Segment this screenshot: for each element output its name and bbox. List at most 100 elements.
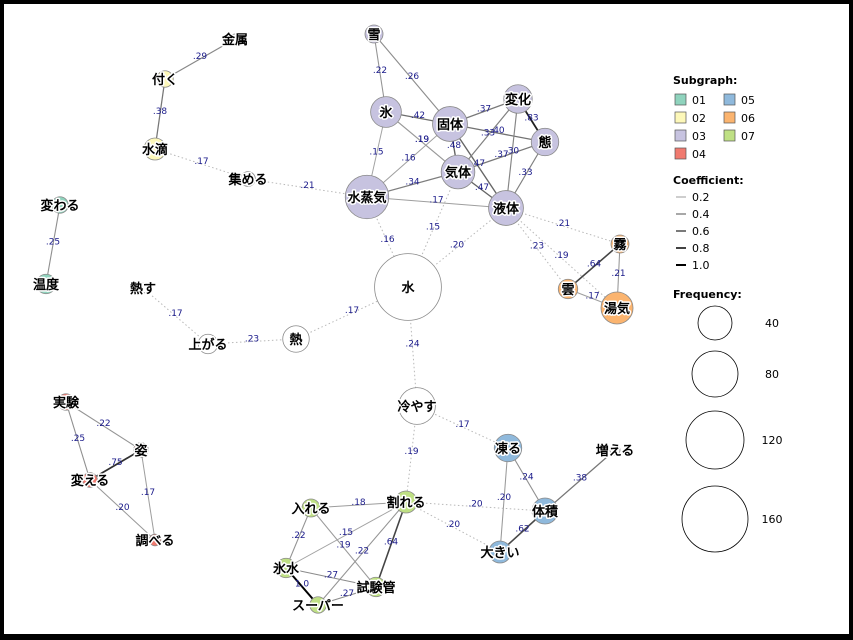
node-hiyasu[interactable]: 冷やす (396, 387, 438, 425)
legend-subgraph-03: 03 (674, 129, 706, 143)
node-label: 湯気 (604, 301, 630, 317)
node-circle (440, 154, 476, 190)
node-label: 金属 (221, 32, 248, 48)
node-fueru[interactable]: 増える (594, 442, 636, 461)
edge-coefficient-label: .21 (300, 181, 314, 191)
edge-line (285, 507, 312, 569)
edge-coefficient-label: .20 (497, 493, 512, 503)
node-circle (82, 472, 98, 488)
legend-coefficient-list: 0.20.40.60.81.0 (676, 191, 710, 272)
legend-swatch (674, 93, 687, 106)
edge-line (65, 401, 142, 451)
edge-coefficient-label: .19 (336, 541, 351, 551)
edge-coefficient-label: .18 (351, 498, 366, 508)
node-ondo[interactable]: 温度 (31, 273, 61, 295)
node-label: 上がる (188, 337, 227, 353)
edge-coefficient-label: .22 (291, 531, 305, 541)
node-super[interactable]: スーパー (291, 596, 345, 616)
node-ekitai[interactable]: 液体 (488, 190, 524, 226)
node-circle (610, 234, 630, 254)
legend-coefficient-label: 0.4 (692, 208, 710, 221)
legend-swatch-label: 03 (692, 130, 706, 143)
node-kawaru[interactable]: 変わる (39, 196, 81, 216)
node-kinzoku[interactable]: 金属 (219, 31, 249, 50)
edge-line (154, 78, 166, 150)
edge-line (405, 501, 501, 553)
node-ookii[interactable]: 大きい (479, 540, 521, 564)
legend-swatch (723, 129, 736, 142)
edge-coefficient-label: .17 (168, 309, 182, 319)
edge-coefficient-label: .24 (519, 473, 534, 483)
node-label: 大きい (480, 545, 519, 561)
node-kori[interactable]: 氷 (370, 96, 402, 128)
node-agaru[interactable]: 上がる (187, 333, 229, 355)
node-tai[interactable]: 態 (530, 127, 560, 157)
edge-line (405, 501, 546, 512)
edge-coefficient-label: .15 (369, 148, 383, 158)
edge-line (65, 401, 91, 481)
edge-coefficient-label: .29 (193, 52, 208, 62)
legend-frequency-circle (697, 305, 733, 341)
node-kooru[interactable]: 凍る (493, 433, 523, 463)
edge-coefficient-label: .33 (518, 168, 532, 178)
node-yuki[interactable]: 雪 (364, 24, 384, 45)
node-circle (275, 557, 297, 579)
node-netsu[interactable]: 熱 (282, 325, 310, 353)
node-circle (282, 325, 310, 353)
legend-swatch-label: 06 (741, 112, 755, 125)
edge-coefficient-label: .17 (345, 306, 359, 316)
legend-frequency-title: Frequency: (673, 288, 742, 301)
node-suijoki[interactable]: 水蒸気 (344, 174, 390, 220)
node-wareru[interactable]: 割れる (385, 490, 427, 514)
edge-line (45, 204, 61, 285)
co-occurrence-network: .29.38.17.21.25.22.26.42.19.15.37.40.48.… (31, 24, 783, 616)
node-circle (609, 444, 621, 456)
node-label: 液体 (493, 201, 520, 217)
legend-frequency-circle (685, 410, 745, 470)
node-circle (365, 576, 387, 598)
node-tsuku[interactable]: 付く (150, 70, 180, 90)
node-sugata[interactable]: 姿 (133, 442, 149, 461)
node-henka[interactable]: 変化 (503, 84, 533, 114)
legend-subgraph-05: 05 (723, 93, 755, 107)
node-shiraberu[interactable]: 調べる (134, 532, 176, 551)
node-taiseki[interactable]: 体積 (530, 497, 560, 525)
node-label: 温度 (33, 277, 60, 293)
node-label: 割れる (386, 495, 425, 511)
node-atsumeru[interactable]: 集める (226, 171, 269, 190)
node-label: 冷やす (397, 399, 436, 415)
legend-swatch-label: 04 (692, 148, 706, 161)
network-canvas: .29.38.17.21.25.22.26.42.19.15.37.40.48.… (4, 4, 849, 634)
edge-line (89, 479, 156, 541)
node-yuge[interactable]: 湯気 (600, 291, 634, 325)
node-label: スーパー (292, 599, 344, 614)
edge-coefficient-label: .38 (153, 107, 168, 117)
node-kotai[interactable]: 固体 (432, 106, 468, 142)
node-kaeru[interactable]: 変える (69, 472, 111, 491)
node-nessu[interactable]: 熱す (128, 280, 157, 299)
edge-coefficient-label: .37 (477, 105, 491, 115)
edge-coefficient-label: .20 (115, 503, 130, 513)
node-circle (344, 174, 390, 220)
node-kumo[interactable]: 雲 (557, 278, 579, 300)
edge-coefficient-label: .23 (530, 242, 544, 252)
node-kitai[interactable]: 気体 (440, 154, 476, 190)
legend-swatch (674, 147, 687, 160)
edge-coefficient-label: .64 (384, 538, 399, 548)
node-label: 態 (538, 135, 551, 151)
node-kiri[interactable]: 霧 (610, 234, 630, 255)
edge-coefficient-label: .38 (573, 474, 588, 484)
node-circle (143, 137, 167, 161)
edge-line (164, 38, 236, 80)
node-label: 増える (596, 443, 635, 459)
node-korimizu[interactable]: 氷水 (271, 557, 301, 579)
node-circle (148, 533, 162, 547)
node-circle (488, 190, 524, 226)
node-jikken[interactable]: 実験 (51, 393, 81, 413)
node-label: 水 (401, 280, 415, 296)
node-suiteki[interactable]: 水滴 (140, 137, 170, 161)
node-shikenkan[interactable]: 試験管 (355, 576, 397, 598)
legend-coefficient-label: 0.8 (692, 242, 710, 255)
node-ireru[interactable]: 入れる (290, 498, 332, 519)
node-mizu[interactable]: 水 (374, 253, 442, 321)
